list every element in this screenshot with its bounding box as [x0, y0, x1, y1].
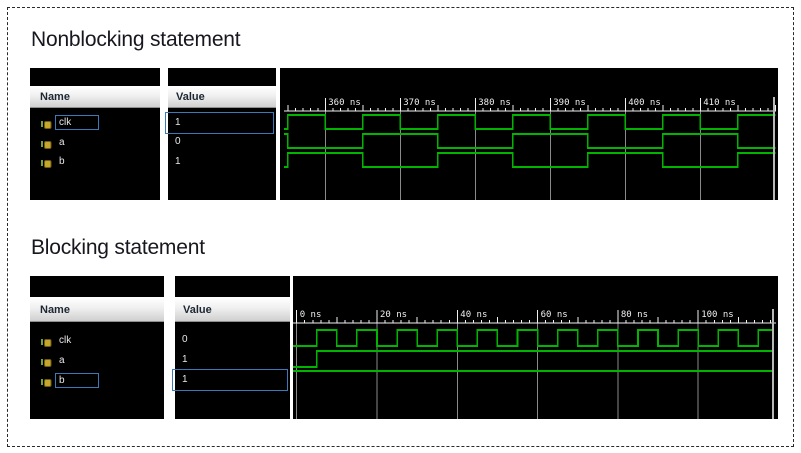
- signal-value-row[interactable]: 1: [165, 111, 276, 134]
- signal-value: 0: [182, 334, 188, 345]
- svg-text:60 ns: 60 ns: [541, 310, 568, 320]
- signal-value-row[interactable]: 1: [168, 152, 276, 172]
- signal-name-label: b: [59, 156, 65, 168]
- name-header-label: Name: [40, 303, 70, 316]
- signal-row[interactable]: clk: [30, 113, 160, 133]
- signal-value-row[interactable]: 1: [172, 369, 290, 391]
- signal-name-label: clk: [55, 115, 99, 131]
- svg-text:100 ns: 100 ns: [701, 310, 734, 320]
- signal-value-row[interactable]: 1: [175, 350, 290, 370]
- value-header-label: Value: [183, 303, 212, 316]
- signal-value: 1: [172, 369, 288, 391]
- value-column: Value 1 0 1: [165, 68, 276, 200]
- name-header-label: Name: [40, 91, 70, 103]
- svg-text:410 ns: 410 ns: [703, 98, 736, 108]
- signal-row[interactable]: b: [30, 370, 164, 390]
- signal-row[interactable]: a: [30, 133, 160, 153]
- signal-row[interactable]: a: [30, 350, 164, 370]
- signal-value: 1: [175, 155, 181, 167]
- signal-icon: [40, 355, 52, 367]
- signal-name-label: a: [59, 354, 65, 366]
- svg-text:0 ns: 0 ns: [300, 310, 322, 320]
- signal-value-row[interactable]: 0: [168, 133, 276, 153]
- value-column-body: 1 0 1: [165, 108, 276, 200]
- signal-name-label: clk: [59, 334, 72, 346]
- value-column-header[interactable]: Value: [175, 297, 290, 322]
- table-toolbar-strip: [30, 68, 160, 86]
- section-title-nonblocking: Nonblocking statement: [31, 28, 241, 51]
- svg-text:360 ns: 360 ns: [328, 98, 361, 108]
- table-toolbar-strip: [30, 276, 164, 297]
- signal-row[interactable]: b: [30, 152, 160, 172]
- signal-row[interactable]: clk: [30, 330, 164, 350]
- value-header-label: Value: [176, 91, 205, 103]
- svg-text:380 ns: 380 ns: [478, 98, 511, 108]
- signal-name-label: a: [59, 136, 65, 148]
- svg-text:370 ns: 370 ns: [403, 98, 436, 108]
- signal-value-row[interactable]: 0: [175, 330, 290, 350]
- svg-text:400 ns: 400 ns: [628, 98, 661, 108]
- waveform-viewer[interactable]: 0 ns 20 ns 40 ns 60 ns 80 ns 100 ns: [293, 276, 778, 419]
- signal-value: 1: [165, 111, 274, 134]
- signal-value: 0: [175, 136, 181, 148]
- section-title-blocking: Blocking statement: [31, 236, 205, 259]
- signal-icon: [40, 375, 52, 387]
- value-column: Value 0 1 1: [172, 276, 290, 419]
- value-column-body: 0 1 1: [172, 322, 290, 419]
- signal-icon: [40, 156, 52, 169]
- table-toolbar-strip: [175, 276, 290, 297]
- name-column-header[interactable]: Name: [30, 297, 164, 322]
- signal-icon: [40, 117, 52, 130]
- waveform-viewer[interactable]: 360 ns 370 ns 380 ns 390 ns 400 ns 410 ns: [280, 68, 778, 200]
- signal-icon: [40, 137, 52, 149]
- table-toolbar-strip: [168, 68, 276, 86]
- svg-text:20 ns: 20 ns: [380, 310, 407, 320]
- signal-name-label: b: [55, 372, 99, 388]
- signal-icon: [40, 335, 52, 347]
- signal-value: 1: [182, 354, 188, 365]
- svg-text:80 ns: 80 ns: [621, 310, 648, 320]
- svg-text:390 ns: 390 ns: [553, 98, 586, 108]
- svg-text:40 ns: 40 ns: [460, 310, 487, 320]
- value-column-header[interactable]: Value: [168, 86, 276, 108]
- name-column-header[interactable]: Name: [30, 86, 160, 108]
